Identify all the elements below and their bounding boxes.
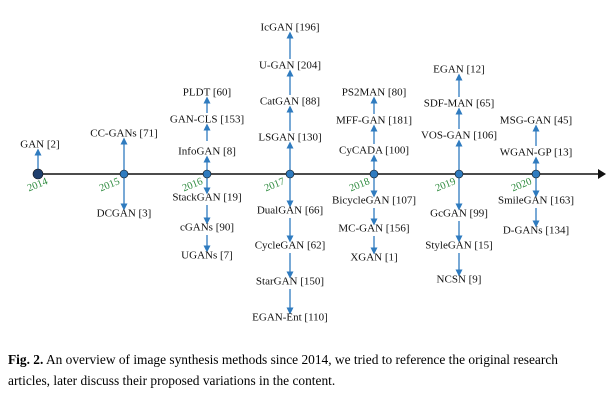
method-label: BicycleGAN [107] [331,194,417,207]
figure-caption: Fig. 2. An overview of image synthesis m… [8,349,600,391]
year-marker-2020 [531,169,541,179]
year-marker-2017 [285,169,295,179]
year-marker-2019 [454,169,464,179]
method-label: StarGAN [150] [255,275,325,288]
method-label: NCSN [9] [436,273,482,286]
method-label: CycleGAN [62] [254,239,326,252]
method-label: VOS-GAN [106] [420,129,498,142]
method-label: PLDT [60] [182,86,232,99]
year-marker-2015 [119,169,129,179]
method-label: InfoGAN [8] [178,145,236,158]
timeline-graphic [32,31,606,315]
caption-text: An overview of image synthesis methods s… [8,352,558,388]
method-label: WGAN-GP [13] [499,146,573,159]
method-label: DCGAN [3] [96,207,152,220]
method-label: MC-GAN [156] [338,222,410,235]
method-label: MSG-GAN [45] [499,114,573,127]
method-label: LSGAN [130] [258,131,322,144]
method-label: CyCADA [100] [339,144,409,157]
method-label: StyleGAN [15] [425,239,493,252]
method-label: EGAN [12] [433,63,485,76]
method-label: XGAN [1] [350,251,398,264]
timeline-axis-arrowhead [598,169,606,179]
method-label: D-GANs [134] [502,224,570,237]
method-label: MFF-GAN [181] [335,114,413,127]
method-label: GAN-CLS [153] [169,113,245,126]
method-label: PS2MAN [80] [341,86,407,99]
method-label: SDF-MAN [65] [423,97,495,110]
method-label: CC-GANs [71] [90,127,158,140]
method-label: DualGAN [66] [256,204,324,217]
year-marker-2018 [369,169,379,179]
year-marker-2016 [202,169,212,179]
method-label: SmileGAN [163] [497,194,575,207]
method-label: StackGAN [19] [172,191,242,204]
year-marker-2014 [32,168,44,180]
method-label: IcGAN [196] [260,21,320,34]
method-label: CatGAN [88] [259,95,321,108]
method-label: UGANs [7] [181,249,233,262]
method-label: cGANs [90] [179,221,235,234]
method-label: U-GAN [204] [258,59,322,72]
caption-figure-label: Fig. 2. [8,352,44,367]
method-label: EGAN-Ent [110] [252,311,328,324]
method-label: GcGAN [99] [430,207,488,220]
method-label: GAN [2] [20,138,60,151]
